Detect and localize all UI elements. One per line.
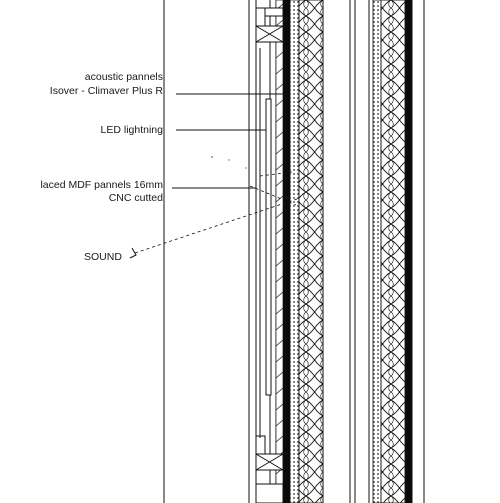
led-label: LED lightning bbox=[101, 124, 164, 136]
acoustic-label-1: acoustic pannels bbox=[85, 71, 163, 83]
sound-path bbox=[134, 171, 301, 254]
sound-dots bbox=[211, 156, 247, 169]
bottom-bracket bbox=[255, 435, 284, 503]
acoustic-label-2: Isover - Climaver Plus R bbox=[50, 85, 164, 97]
led-strip bbox=[265, 98, 272, 396]
cavity-lines bbox=[322, 0, 370, 503]
acoustic-panel-hatch bbox=[275, 0, 284, 503]
sound-arrow-icon bbox=[129, 247, 137, 259]
leader-lines bbox=[172, 93, 288, 189]
insulation-layers bbox=[298, 0, 406, 503]
mdf-label-1: laced MDF pannels 16mm bbox=[40, 179, 163, 191]
solid-layers bbox=[283, 0, 412, 503]
mdf-label-2: CNC cutted bbox=[109, 192, 163, 204]
sound-label: SOUND bbox=[84, 251, 122, 263]
top-bracket bbox=[255, 7, 284, 43]
